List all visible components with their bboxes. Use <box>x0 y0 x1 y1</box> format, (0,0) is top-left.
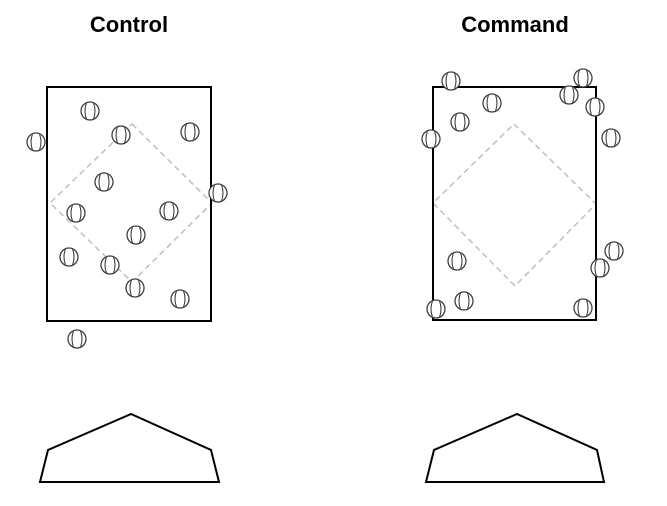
baseball-icon <box>604 241 624 261</box>
baseball-icon <box>26 132 46 152</box>
baseball-icon <box>66 203 86 223</box>
baseball-icon <box>482 93 502 113</box>
baseball-icon <box>441 71 461 91</box>
command-balls <box>421 68 624 319</box>
command-diamond <box>431 122 598 288</box>
command-title: Command <box>461 12 569 37</box>
baseball-icon <box>450 112 470 132</box>
baseball-icon <box>208 183 228 203</box>
baseball-icon <box>100 255 120 275</box>
baseball-icon <box>59 247 79 267</box>
control-title: Control <box>89 12 169 37</box>
baseball-icon <box>585 97 605 117</box>
baseball-icon <box>573 298 593 318</box>
home-plate-icon <box>38 412 221 483</box>
baseball-icon <box>180 122 200 142</box>
baseball-icon <box>421 129 441 149</box>
control-balls <box>26 101 228 349</box>
baseball-icon <box>559 85 579 105</box>
command-panel <box>421 68 624 483</box>
baseball-icon <box>573 68 593 88</box>
command-strike-zone <box>432 86 597 321</box>
baseball-icon <box>454 291 474 311</box>
baseball-icon <box>125 278 145 298</box>
control-panel <box>26 86 228 483</box>
baseball-icon <box>590 258 610 278</box>
baseball-icon <box>170 289 190 309</box>
baseball-icon <box>159 201 179 221</box>
baseball-icon <box>67 329 87 349</box>
baseball-icon <box>80 101 100 121</box>
baseball-icon <box>94 172 114 192</box>
baseball-icon <box>126 225 146 245</box>
baseball-icon <box>601 128 621 148</box>
baseball-icon <box>111 125 131 145</box>
home-plate-icon <box>424 412 606 483</box>
baseball-icon <box>447 251 467 271</box>
baseball-icon <box>426 299 446 319</box>
control-strike-zone <box>46 86 212 322</box>
